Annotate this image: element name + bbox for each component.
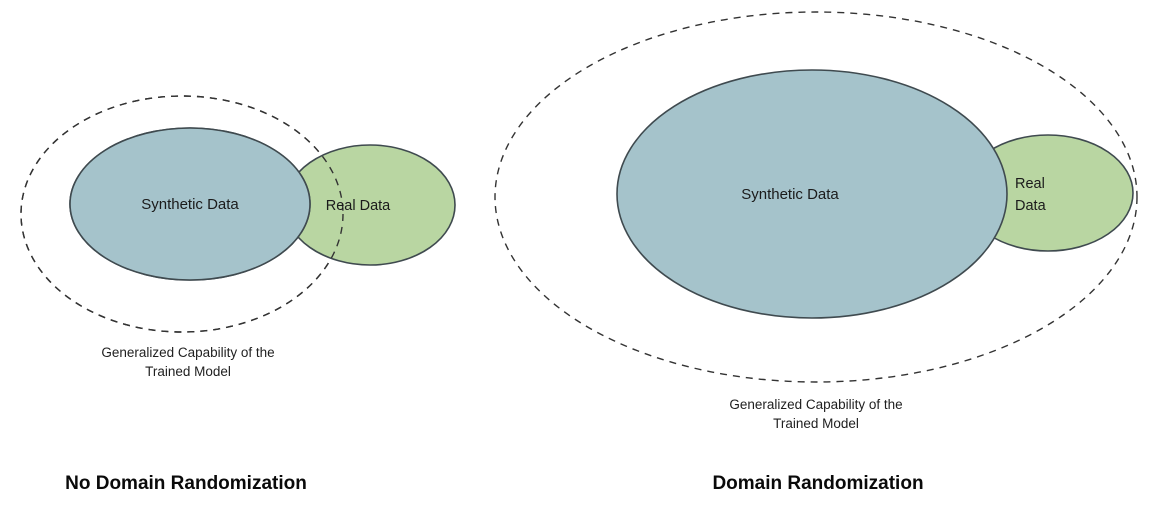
synthetic-data-label: Synthetic Data — [141, 196, 239, 213]
synthetic-data-label: Synthetic Data — [741, 186, 839, 203]
generalization-boundary-ellipse — [494, 11, 1138, 383]
generalization-caption-line2: Trained Model — [773, 416, 859, 431]
panel-no-domain-randomization: Synthetic Data Real Data Generalized Cap… — [20, 95, 456, 494]
generalization-caption-line2: Trained Model — [145, 364, 231, 379]
panel-title-domain-randomization: Domain Randomization — [712, 473, 923, 494]
generalization-caption-line1: Generalized Capability of the — [729, 397, 902, 412]
real-data-label-line1: Real — [1015, 176, 1045, 192]
generalization-boundary-overlay — [20, 95, 344, 333]
synthetic-data-ellipse[interactable] — [616, 69, 1008, 319]
panel-domain-randomization: Synthetic Data Real Data Generalized Cap… — [494, 11, 1138, 494]
real-data-label: Real Data — [326, 198, 391, 214]
panel-title-no-domain-randomization: No Domain Randomization — [65, 473, 307, 494]
real-data-label-line2: Data — [1015, 198, 1047, 214]
synthetic-data-ellipse-top — [69, 127, 311, 281]
generalization-caption-line1: Generalized Capability of the — [101, 345, 274, 360]
